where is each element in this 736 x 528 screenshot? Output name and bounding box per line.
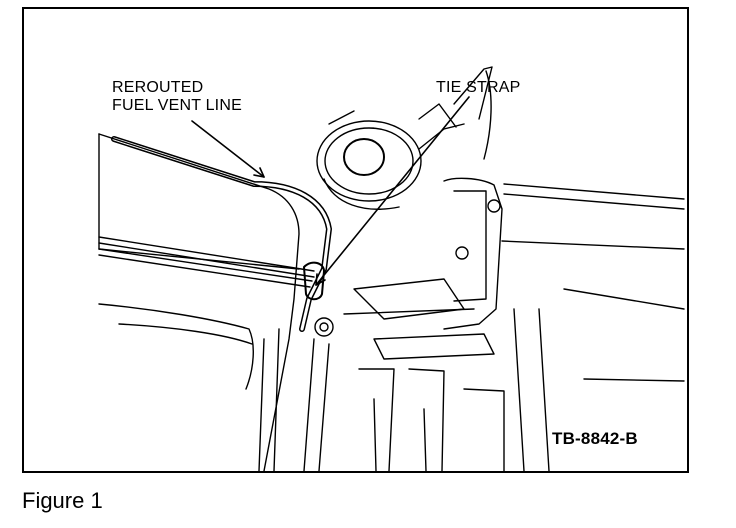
vehicle-body-lines xyxy=(418,66,685,471)
tie-strap-label: TIE STRAP xyxy=(436,79,521,96)
tie-strap xyxy=(303,261,325,301)
frame-rails xyxy=(303,338,505,471)
vent-line-label-line1: REROUTED xyxy=(112,79,204,96)
figure-caption: Figure 1 xyxy=(22,488,103,513)
vent-line-label: REROUTED FUEL VENT LINE xyxy=(112,79,312,115)
diagram-code-label: TB-8842-B xyxy=(552,429,638,448)
fuel-tank xyxy=(98,133,300,471)
vent-line-label-line2: FUEL VENT LINE xyxy=(112,97,242,114)
mounting-bracket xyxy=(314,177,503,360)
fuel-tank-illustration xyxy=(98,66,685,471)
leader-lines xyxy=(191,96,470,286)
fuel-vent-line xyxy=(111,136,332,332)
illustration-frame: REROUTED FUEL VENT LINE TIE STRAP TB-884… xyxy=(22,7,689,473)
tank-lines xyxy=(98,236,315,288)
filler-cap xyxy=(316,110,465,210)
